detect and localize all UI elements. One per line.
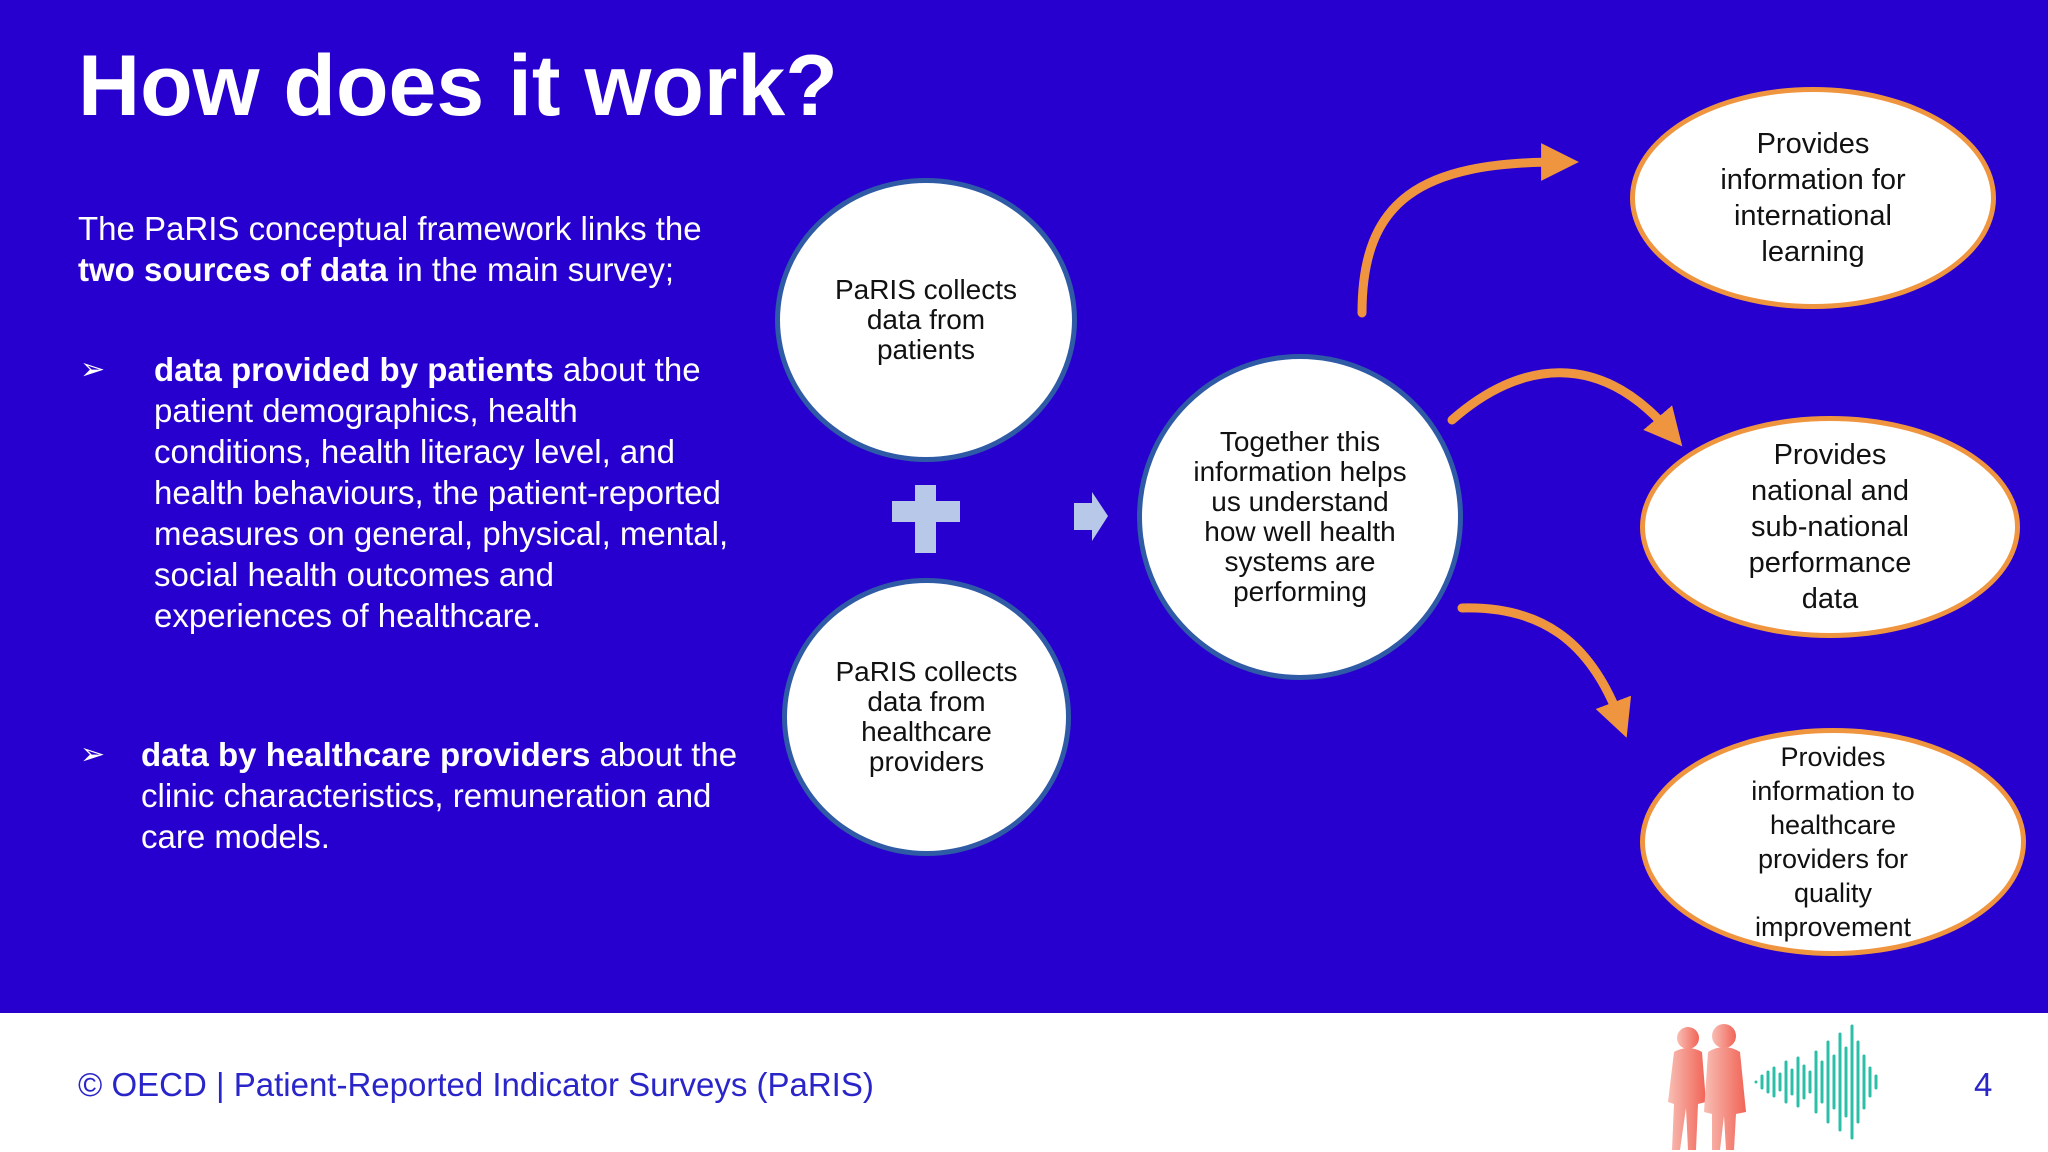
- circle-line: data from: [866, 304, 986, 335]
- intro-paragraph: The PaRIS conceptual framework links the…: [78, 208, 738, 290]
- bullet-patients: data provided by patients about the pati…: [154, 349, 734, 636]
- output-quality-improvement: Provides information to healthcare provi…: [1640, 728, 2026, 956]
- diagram-connectors: [892, 143, 1683, 738]
- output-international-learning: Provides information for international l…: [1630, 87, 1996, 309]
- oval-line: healthcare: [1769, 810, 1897, 840]
- intro-prefix: The PaRIS conceptual framework links the: [78, 210, 702, 247]
- circle-line: data from: [867, 686, 986, 717]
- oval-line: providers for: [1757, 844, 1909, 874]
- oval-line: international: [1733, 200, 1892, 232]
- oval-line: performance: [1748, 547, 1912, 579]
- bullet-arrow-icon: ➢: [80, 737, 106, 772]
- bullet-patients-text: about the patient demographics, health c…: [154, 351, 729, 634]
- oval-line: improvement: [1754, 912, 1912, 942]
- bullet-patients-bold: data provided by patients: [154, 351, 554, 388]
- paris-logo-icon: [1668, 1024, 1878, 1150]
- circle-line: information helps: [1193, 456, 1407, 487]
- oval-line: Provides: [1780, 742, 1886, 772]
- plus-icon: [892, 485, 960, 553]
- patients-circle: PaRIS collects data from patients: [775, 178, 1077, 462]
- bullet-providers-bold: data by healthcare providers: [141, 736, 591, 773]
- intro-bold: two sources of data: [78, 251, 388, 288]
- center-circle: Together this information helps us under…: [1137, 354, 1463, 680]
- circle-line: PaRIS collects: [835, 656, 1018, 687]
- oval-line: information for: [1720, 164, 1906, 196]
- slide-main-area: How does it work? The PaRIS conceptual f…: [0, 0, 2048, 1013]
- circle-line: how well health: [1204, 516, 1396, 547]
- oval-line: information to: [1751, 776, 1915, 806]
- circle-line: performing: [1233, 576, 1367, 607]
- bullet-arrow-icon: ➢: [80, 352, 106, 387]
- right-arrow-icon: [1074, 492, 1108, 541]
- bullet-providers: data by healthcare providers about the c…: [141, 734, 741, 857]
- curved-arrow-to-providers: [1457, 603, 1632, 738]
- intro-suffix: in the main survey;: [387, 251, 675, 288]
- circle-line: patients: [876, 334, 976, 365]
- curved-arrow-to-national: [1447, 368, 1683, 447]
- circle-line: us understand: [1211, 486, 1389, 517]
- output-national-performance: Provides national and sub-national perfo…: [1640, 416, 2020, 638]
- providers-circle: PaRIS collects data from healthcare prov…: [782, 578, 1071, 856]
- oval-line: sub-national: [1751, 511, 1909, 543]
- oval-line: national and: [1750, 475, 1910, 507]
- slide-title: How does it work?: [78, 38, 838, 134]
- oval-line: Provides: [1756, 128, 1870, 160]
- bullet-providers-text: about the clinic characteristics, remune…: [141, 736, 738, 855]
- circle-line: Together this: [1219, 426, 1381, 457]
- circle-line: systems are: [1224, 546, 1376, 577]
- circle-line: providers: [868, 746, 985, 777]
- oval-line: data: [1801, 583, 1859, 615]
- page-number: 4: [1974, 1066, 1993, 1103]
- oval-line: Provides: [1773, 439, 1887, 471]
- curved-arrow-to-international: [1357, 143, 1579, 318]
- oval-line: quality: [1793, 878, 1873, 908]
- footer-copyright: © OECD | Patient-Reported Indicator Surv…: [78, 1066, 874, 1103]
- circle-line: healthcare: [861, 716, 992, 747]
- circle-line: PaRIS collects: [834, 274, 1018, 305]
- oval-line: learning: [1761, 236, 1865, 268]
